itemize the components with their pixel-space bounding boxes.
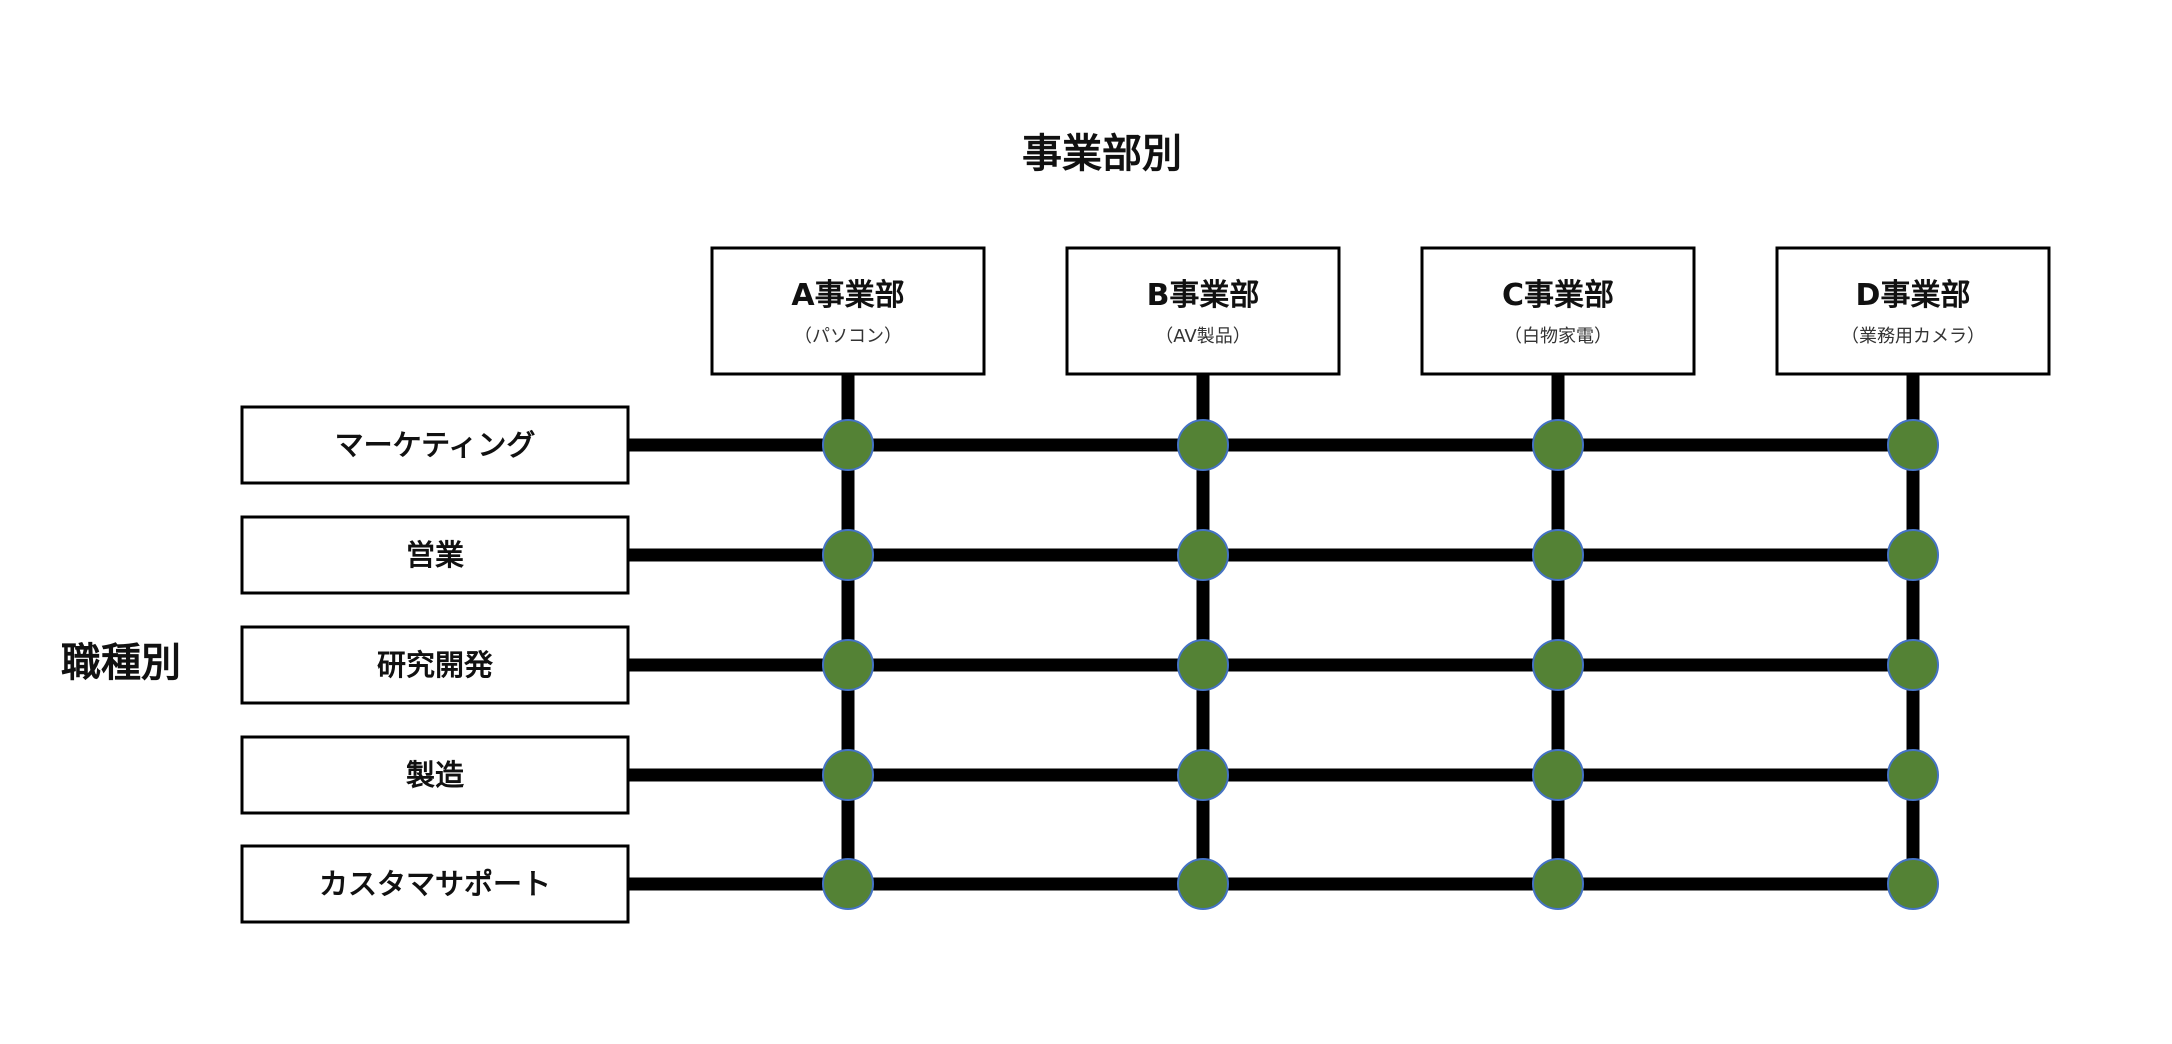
- division-subtitle: （パソコン）: [794, 326, 902, 347]
- role-box: 研究開発: [240, 625, 630, 705]
- division-box: A事業部 （パソコン）: [710, 246, 986, 376]
- intersection-node: [1887, 639, 1939, 691]
- division-box: B事業部 （AV製品）: [1065, 246, 1341, 376]
- role-box: カスタマサポート: [240, 844, 630, 924]
- intersection-node: [1177, 529, 1229, 581]
- division-subtitle: （白物家電）: [1504, 326, 1612, 347]
- role-label: カスタマサポート: [319, 867, 551, 901]
- role-box-frame: [240, 405, 630, 485]
- division-subtitle: （AV製品）: [1155, 326, 1250, 347]
- intersection-node: [1532, 749, 1584, 801]
- division-box-frame: [710, 246, 986, 376]
- division-subtitle: （業務用カメラ）: [1841, 326, 1985, 347]
- intersection-node: [822, 858, 874, 910]
- role-box: 製造: [240, 735, 630, 815]
- intersection-node: [822, 529, 874, 581]
- division-box: D事業部 （業務用カメラ）: [1775, 246, 2051, 376]
- role-label: 営業: [406, 538, 464, 572]
- intersection-node: [1177, 749, 1229, 801]
- intersection-node: [1887, 858, 1939, 910]
- role-box-frame: [240, 515, 630, 595]
- role-box: マーケティング: [240, 405, 630, 485]
- intersection-node: [822, 749, 874, 801]
- connector-lines: [628, 374, 1920, 891]
- intersection-node: [1177, 419, 1229, 471]
- role-label: 製造: [406, 758, 464, 792]
- division-title: C事業部: [1502, 278, 1614, 313]
- role-box-frame: [240, 844, 630, 924]
- division-box: C事業部 （白物家電）: [1420, 246, 1696, 376]
- intersection-nodes: [822, 419, 1939, 910]
- intersection-node: [1887, 749, 1939, 801]
- role-label: 研究開発: [377, 648, 494, 682]
- division-box-frame: [1420, 246, 1696, 376]
- division-box-frame: [1065, 246, 1341, 376]
- intersection-node: [822, 419, 874, 471]
- intersection-node: [1887, 529, 1939, 581]
- header-boxes: A事業部 （パソコン） B事業部 （AV製品） C事業部 （白物家電） D事業部 （業務用カメ…: [240, 246, 2051, 924]
- intersection-node: [1177, 858, 1229, 910]
- role-label: マーケティング: [335, 428, 536, 462]
- division-box-frame: [1775, 246, 2051, 376]
- role-box: 営業: [240, 515, 630, 595]
- division-title: A事業部: [791, 278, 904, 313]
- intersection-node: [1532, 858, 1584, 910]
- role-box-frame: [240, 625, 630, 705]
- division-axis-title: 事業部別: [1022, 131, 1182, 177]
- division-title: B事業部: [1147, 278, 1260, 313]
- intersection-node: [1177, 639, 1229, 691]
- intersection-node: [1887, 419, 1939, 471]
- intersection-node: [1532, 419, 1584, 471]
- intersection-node: [1532, 529, 1584, 581]
- intersection-node: [822, 639, 874, 691]
- division-title: D事業部: [1856, 278, 1971, 313]
- role-box-frame: [240, 735, 630, 815]
- intersection-node: [1532, 639, 1584, 691]
- role-axis-title: 職種別: [61, 640, 181, 686]
